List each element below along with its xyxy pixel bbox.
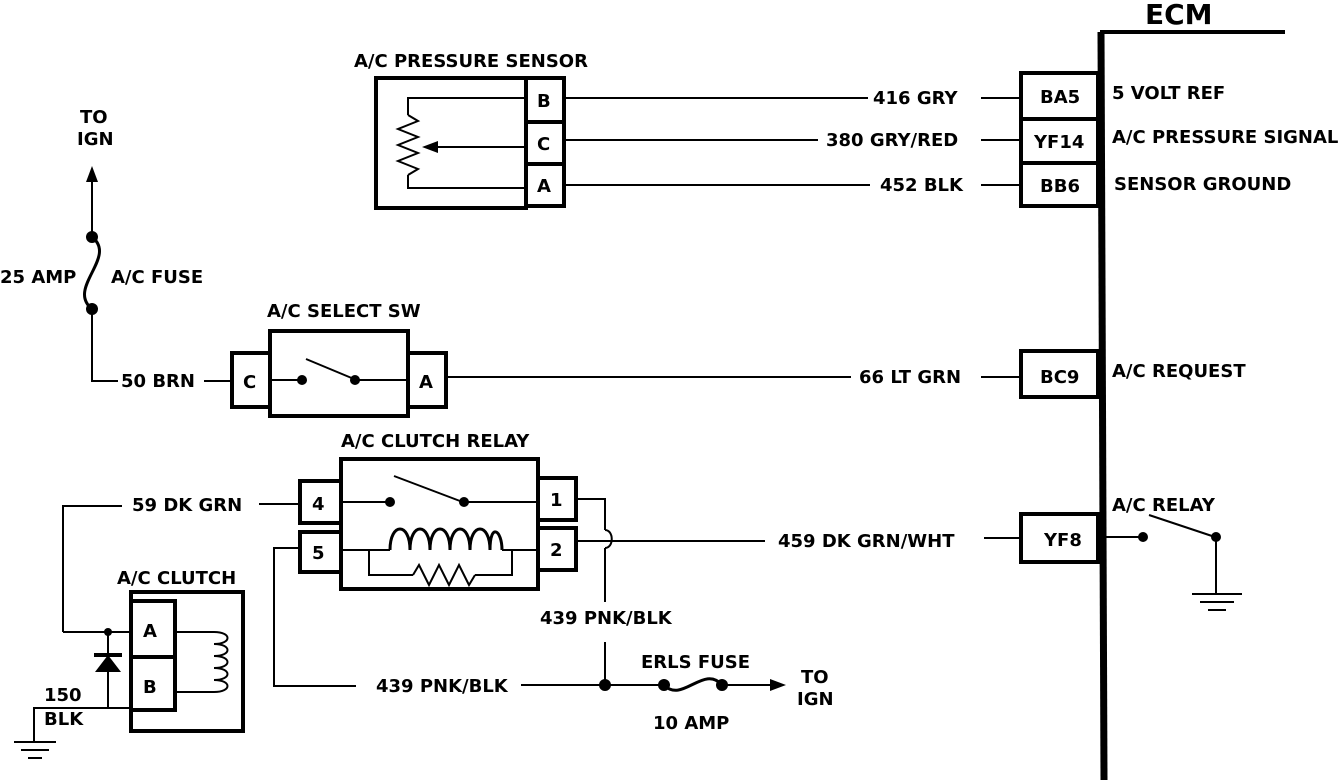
ecm-pin-function: 5 VOLT REF bbox=[1112, 83, 1225, 104]
ground-symbol bbox=[14, 741, 56, 759]
ecm-pin-bc9: BC9 A/C REQUEST bbox=[1019, 349, 1246, 399]
sensor-wires: 416 GRY 380 GRY/RED 452 BLK bbox=[564, 88, 1021, 196]
wire-label-439-horizontal: 439 PNK/BLK bbox=[376, 676, 509, 697]
ac-fuse-symbol bbox=[83, 235, 101, 311]
ac-clutch: A/C CLUTCH A B 150 BLK bbox=[14, 568, 245, 759]
erls-fuse-rating: 10 AMP bbox=[653, 713, 729, 734]
ecm-pin-label: YF14 bbox=[1033, 132, 1084, 153]
ecm-driver-contact bbox=[1138, 532, 1148, 542]
clutch-relay-body bbox=[339, 457, 540, 591]
fuse-rating-25: 25 AMP bbox=[0, 267, 76, 288]
relay-pin-label: 2 bbox=[550, 540, 563, 561]
select-switch: A/C SELECT SW C A bbox=[230, 301, 448, 418]
erls-fuse-name: ERLS FUSE bbox=[641, 652, 750, 673]
wire-label-452: 452 BLK bbox=[880, 175, 964, 196]
ecm-title: ECM bbox=[1145, 0, 1213, 31]
select-pin-label: C bbox=[243, 372, 256, 393]
erls-feed: 439 PNK/BLK ERLS FUSE 10 AMP TO IGN bbox=[376, 652, 834, 734]
wire-label-50-brn: 50 BRN bbox=[121, 371, 195, 392]
ecm-driver-blade bbox=[1148, 514, 1216, 538]
pressure-sensor: A/C PRESSURE SENSOR B C A bbox=[354, 51, 588, 210]
relay-contact-blade bbox=[393, 475, 461, 502]
potentiometer-symbol bbox=[395, 97, 526, 189]
relay-pin-4 bbox=[298, 479, 343, 525]
select-switch-title: A/C SELECT SW bbox=[267, 301, 421, 322]
ecm-pin-function: A/C PRESSURE SIGNAL bbox=[1112, 127, 1338, 148]
ac-clutch-title: A/C CLUTCH bbox=[117, 568, 236, 589]
sensor-pin-label: B bbox=[537, 91, 551, 112]
relay-pin-label: 1 bbox=[550, 490, 563, 511]
erls-to-label: TO bbox=[801, 667, 829, 688]
wire-label-blk: BLK bbox=[44, 709, 84, 730]
to-label: TO bbox=[80, 107, 108, 128]
clutch-pin-label: B bbox=[143, 677, 157, 698]
ign-feed: TO IGN 25 AMP A/C FUSE 50 BRN bbox=[0, 107, 232, 392]
wire-label-66: 66 LT GRN bbox=[859, 367, 961, 388]
erls-fuse-symbol bbox=[662, 677, 724, 692]
clutch-pin-b bbox=[129, 655, 177, 712]
erls-ign-label: IGN bbox=[797, 689, 834, 710]
wire-label-416: 416 GRY bbox=[873, 88, 958, 109]
relay-wires: 59 DK GRN 459 DK GRN/WHT 439 PNK/BLK bbox=[62, 495, 1021, 687]
sensor-pin-label: C bbox=[537, 134, 550, 155]
clutch-relay: A/C CLUTCH RELAY 4 5 1 2 bbox=[298, 431, 578, 591]
wiper-arrow-icon bbox=[422, 141, 438, 153]
relay-coil-symbol bbox=[341, 527, 538, 588]
ecm-pin-label: BA5 bbox=[1040, 87, 1080, 108]
select-pin-label: A bbox=[419, 372, 433, 393]
ecm: ECM BA5 5 VOLT REF YF14 A/C PRESSURE SIG… bbox=[1019, 0, 1338, 781]
wire-label-380: 380 GRY/RED bbox=[826, 130, 958, 151]
ground-symbol bbox=[1192, 593, 1242, 611]
select-pin-c bbox=[230, 351, 272, 409]
ecm-pin-yf14: YF14 A/C PRESSURE SIGNAL bbox=[1019, 117, 1338, 165]
ecm-relay-driver bbox=[1103, 514, 1242, 611]
ecm-pin-box bbox=[1019, 349, 1100, 399]
pressure-sensor-title: A/C PRESSURE SENSOR bbox=[354, 51, 588, 72]
clutch-relay-title: A/C CLUTCH RELAY bbox=[341, 431, 530, 452]
wire-label-150: 150 bbox=[44, 685, 82, 706]
clutch-coil-symbol bbox=[175, 631, 229, 693]
clutch-pin-a bbox=[129, 599, 177, 659]
ecm-pin-ba5: BA5 5 VOLT REF bbox=[1019, 71, 1225, 121]
ecm-pin-function: A/C REQUEST bbox=[1112, 361, 1246, 382]
ecm-housing-edge bbox=[1097, 31, 1108, 781]
arrow-right-icon bbox=[770, 679, 786, 691]
ecm-pin-function: A/C RELAY bbox=[1112, 495, 1216, 516]
arrow-up-icon bbox=[86, 166, 98, 182]
ecm-pin-function: SENSOR GROUND bbox=[1114, 174, 1291, 195]
request-wire: 66 LT GRN bbox=[446, 367, 1021, 388]
clutch-pin-label: A bbox=[143, 621, 157, 642]
wire-label-439-vertical: 439 PNK/BLK bbox=[540, 608, 673, 629]
relay-pin-5 bbox=[298, 530, 343, 574]
wire-label-59: 59 DK GRN bbox=[132, 495, 242, 516]
sensor-pin-label: A bbox=[537, 176, 551, 197]
diode-icon bbox=[95, 655, 121, 672]
fuse-name-ac: A/C FUSE bbox=[111, 267, 203, 288]
select-switch-blade bbox=[305, 358, 355, 380]
relay-pin-label: 5 bbox=[312, 543, 325, 564]
ecm-pin-label: BC9 bbox=[1040, 367, 1079, 388]
relay-pin-label: 4 bbox=[312, 494, 325, 515]
ign-label: IGN bbox=[77, 129, 114, 150]
ecm-pin-label: BB6 bbox=[1040, 176, 1080, 197]
ecm-pin-bb6: BB6 SENSOR GROUND bbox=[1019, 161, 1291, 208]
wire-label-459: 459 DK GRN/WHT bbox=[778, 531, 955, 552]
ecm-pin-label: YF8 bbox=[1043, 530, 1082, 551]
